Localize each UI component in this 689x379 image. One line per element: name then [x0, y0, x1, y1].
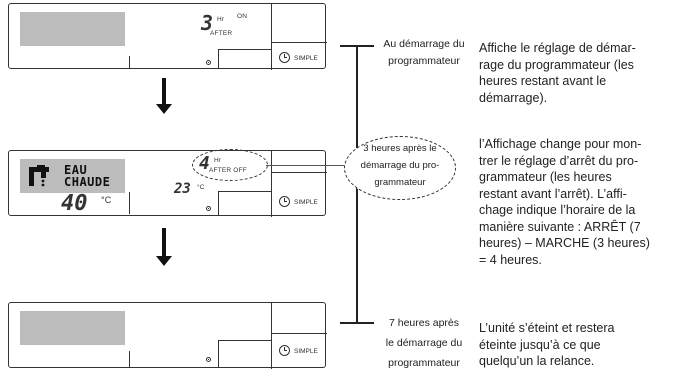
dot-icon: [206, 60, 211, 65]
divider: [271, 42, 327, 43]
desc-line: heures) – MARCHE (3 heures): [479, 236, 650, 250]
simple-label: SIMPLE: [294, 55, 318, 62]
mode-line-1: EAU: [64, 163, 88, 177]
set-temperature: 40: [61, 191, 88, 216]
desc-line: démarrage).: [479, 90, 548, 105]
timer-hours: 3: [201, 11, 214, 35]
timeline-tick-end: [340, 322, 374, 324]
simple-label: SIMPLE: [294, 348, 318, 355]
desc-line: trer le réglage d’arrêt du pro-: [479, 153, 639, 168]
room-temperature: 23: [174, 181, 191, 197]
divider: [218, 191, 219, 216]
gray-mode-area: [20, 12, 125, 46]
desc-line: éteinte jusqu’à ce que: [479, 337, 601, 352]
desc-line: grammateur (les heures: [479, 170, 612, 184]
after-label: AFTER: [210, 30, 233, 37]
timeline-tick-start: [340, 45, 374, 47]
divider: [218, 49, 219, 69]
highlight-ellipse: [192, 149, 268, 181]
divider: [218, 49, 271, 50]
label-start: Au démarrage du programmateur: [378, 36, 470, 70]
desc-line: heures restant avant le: [479, 74, 607, 88]
mode-text: EAU CHAUDE: [64, 164, 110, 188]
dot-icon: [206, 357, 211, 362]
clock-icon: [279, 52, 290, 63]
desc-line: chage indique l’horaire de la: [479, 203, 636, 217]
display-panel-after-3h: EAU CHAUDE 40 °C 23 °C 4 Hr AFTER OFF SI…: [8, 149, 327, 217]
description-seven-hours: L’unité s’éteint et restera éteinte jusq…: [479, 320, 684, 370]
mode-line-2: CHAUDE: [64, 175, 111, 189]
label-line: Au démarrage du: [383, 38, 465, 50]
divider: [271, 333, 327, 334]
down-arrow: [162, 78, 166, 106]
hr-label: Hr: [217, 16, 225, 23]
description-three-hours: l’Affichage change pour mon- trer le rég…: [479, 136, 684, 268]
divider: [129, 192, 130, 214]
tap-icon: [29, 165, 49, 187]
desc-line: manière suivante : ARRÊT (7: [479, 219, 641, 234]
gray-mode-area: [20, 311, 125, 345]
desc-line: Affiche le réglage de démar-: [479, 41, 636, 55]
label-ellipse: [344, 136, 456, 200]
divider: [129, 351, 130, 368]
leader-line: [266, 165, 354, 166]
label-line: démarrage du pro-: [360, 160, 440, 171]
desc-line: restant avant l’arrêt). L’affi-: [479, 186, 627, 201]
temp-unit: °C: [101, 195, 112, 205]
room-temp-unit: °C: [197, 184, 205, 191]
label-line: programmateur: [388, 357, 460, 369]
dot-icon: [206, 206, 211, 211]
divider: [271, 303, 272, 369]
label-three-hours: 3 heures après le démarrage du pro- gram…: [346, 140, 454, 191]
display-panel-after-7h: SIMPLE: [8, 302, 327, 369]
divider: [218, 340, 219, 368]
down-arrow: [162, 228, 166, 258]
label-line: le démarrage du: [385, 337, 463, 349]
desc-line: L’unité s’éteint et restera: [479, 321, 615, 335]
label-seven-hours: 7 heures après le démarrage du programma…: [378, 313, 470, 373]
divider: [218, 340, 271, 341]
desc-line: quelqu’un la relance.: [479, 354, 595, 368]
label-line: 7 heures après: [388, 317, 460, 329]
clock-icon: [279, 345, 290, 356]
label-line: programmateur: [388, 55, 460, 67]
divider: [129, 56, 130, 69]
simple-label: SIMPLE: [294, 199, 318, 206]
description-start: Affiche le réglage de démar- rage du pro…: [479, 40, 684, 106]
desc-line: = 4 heures.: [479, 252, 542, 267]
label-line: 3 heures après le: [363, 143, 437, 154]
divider: [271, 172, 327, 173]
divider: [271, 151, 272, 217]
label-line: grammateur: [374, 177, 426, 188]
down-arrow-head: [156, 256, 172, 266]
desc-line: l’Affichage change pour mon-: [479, 137, 642, 151]
divider: [271, 4, 272, 70]
clock-icon: [279, 196, 290, 207]
display-panel-start: 3 Hr ON AFTER SIMPLE: [8, 3, 327, 70]
on-label: ON: [237, 13, 248, 20]
desc-line: rage du programmateur (les: [479, 57, 634, 72]
mode-area: EAU CHAUDE: [20, 159, 125, 193]
divider: [218, 191, 271, 192]
down-arrow-head: [156, 104, 172, 114]
